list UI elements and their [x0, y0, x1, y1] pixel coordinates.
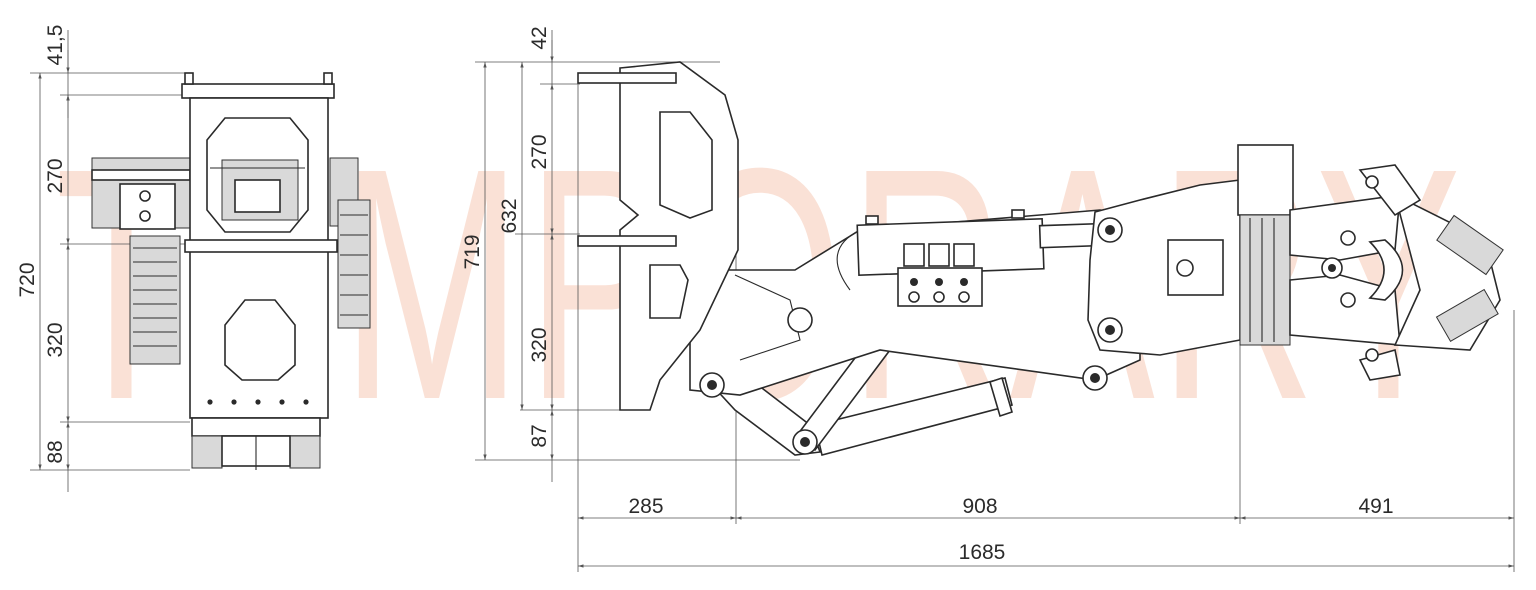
side-dim-top: 42	[528, 26, 551, 49]
side-dim-total: 719	[461, 234, 484, 269]
side-dim-h1: 285	[628, 495, 663, 518]
side-dim-overall: 1685	[959, 541, 1006, 564]
front-machine-outline	[91, 72, 371, 470]
side-horizontal-dimension-lines	[578, 516, 1514, 568]
front-view: 41,5 270 720 320 88	[16, 25, 371, 492]
side-dim-bottom: 87	[528, 424, 551, 447]
side-dim-h2: 908	[962, 495, 997, 518]
side-dim-lower: 320	[528, 327, 551, 362]
side-view: 42 270 632 719 320 87 285 908 491 1685	[461, 26, 1515, 572]
side-dim-h3: 491	[1358, 495, 1393, 518]
front-dim-top: 41,5	[44, 25, 67, 66]
side-dim-mid-total: 632	[498, 198, 521, 233]
side-machine-outline	[577, 61, 1504, 456]
front-dim-upper: 270	[44, 158, 67, 193]
side-vertical-dimension-lines	[483, 40, 554, 460]
front-dim-lower: 320	[44, 322, 67, 357]
side-dim-upper: 270	[528, 134, 551, 169]
front-dim-bottom: 88	[44, 440, 67, 463]
front-dimension-lines	[38, 50, 70, 470]
front-dim-total: 720	[16, 262, 39, 297]
